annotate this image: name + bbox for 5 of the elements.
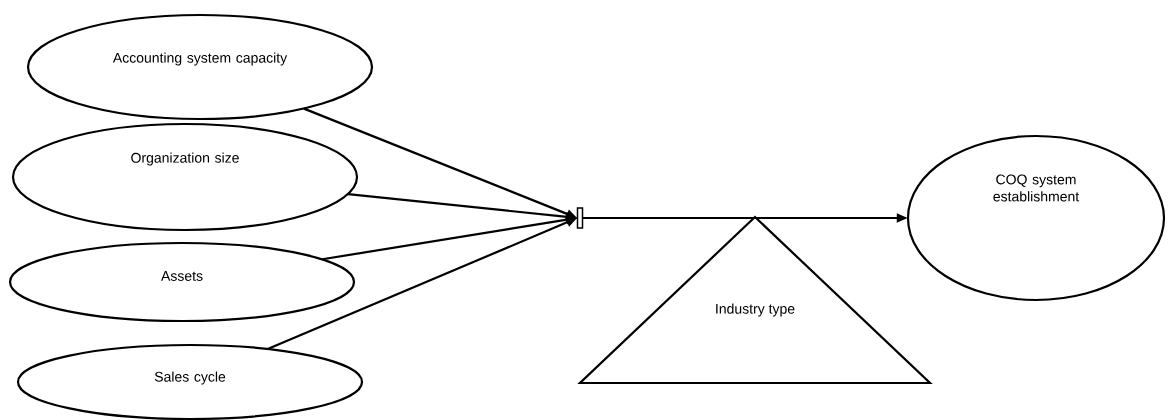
oval-node: Organization size — [11, 122, 359, 232]
oval-node: Assets — [8, 241, 356, 323]
oval-node: Accounting system capacity — [26, 13, 374, 121]
junction-bar — [576, 207, 584, 229]
oval-node: COQ system establishment — [906, 134, 1166, 302]
